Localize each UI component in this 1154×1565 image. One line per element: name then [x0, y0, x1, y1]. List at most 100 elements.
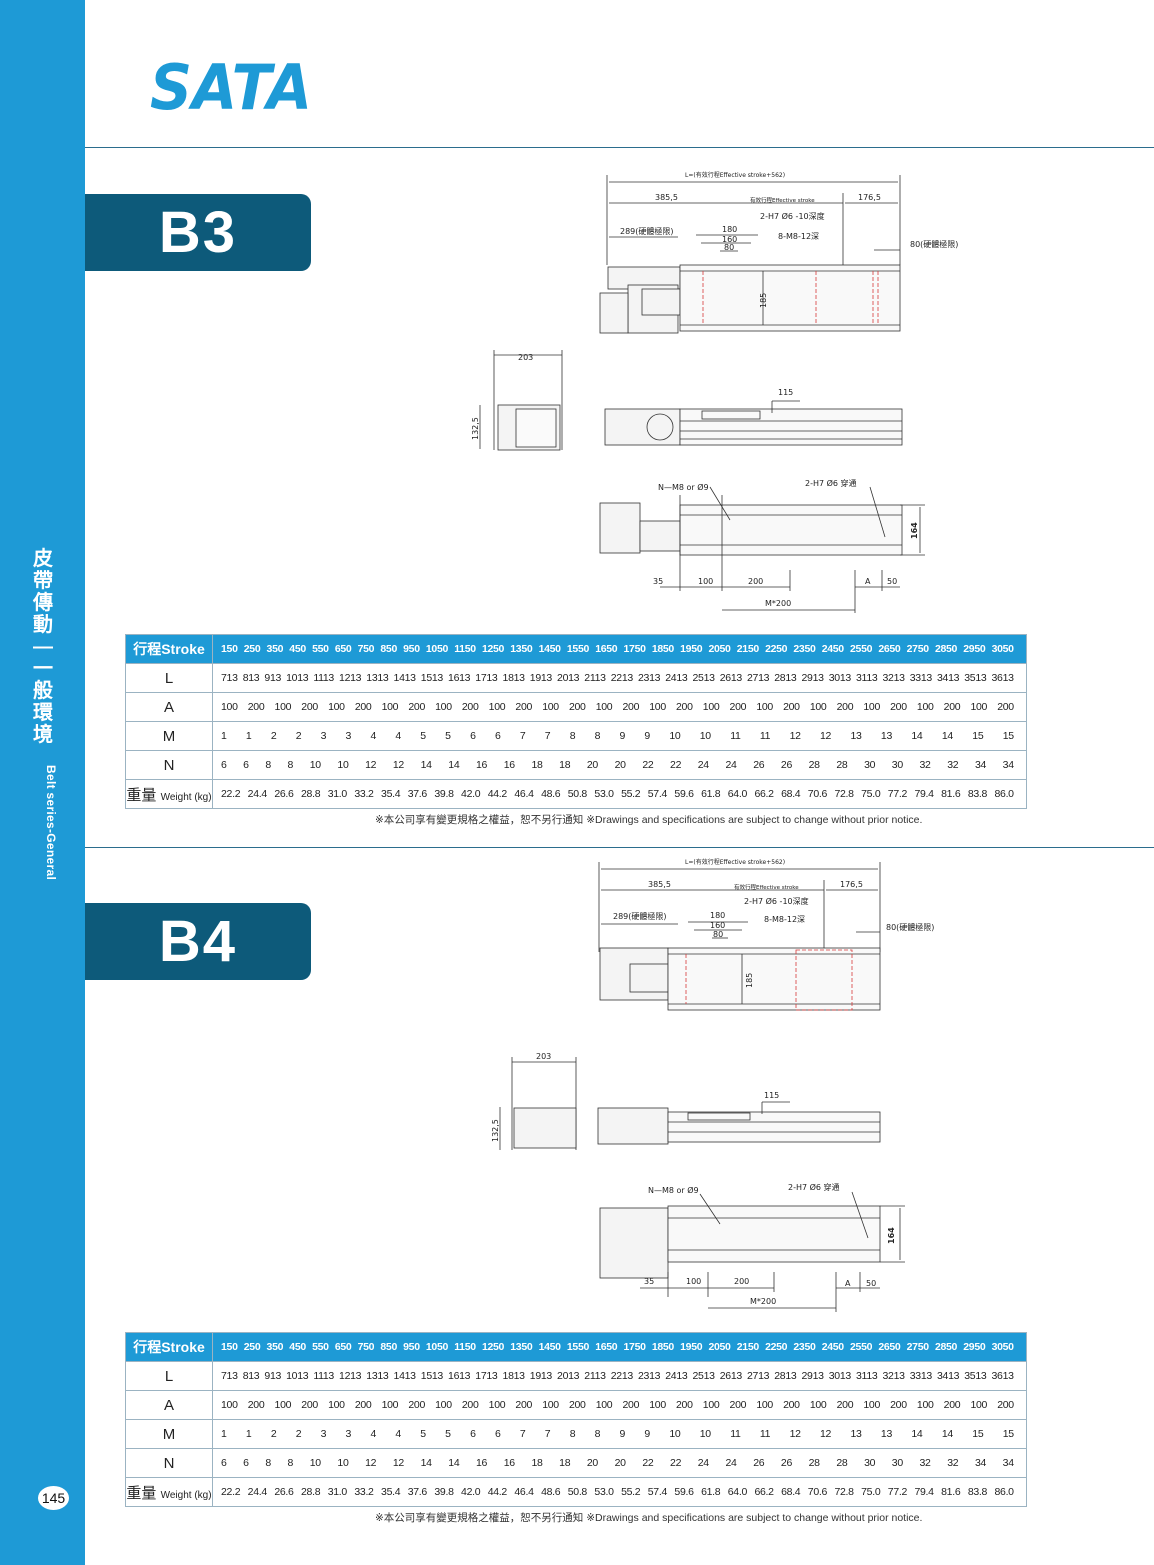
table-cell: 4: [370, 1428, 376, 1440]
sidebar-char: 一: [33, 658, 53, 680]
dim-total-length: L=(有效行程Effective stroke+562): [685, 171, 785, 179]
table-cell: 34: [1002, 759, 1014, 771]
table-cell: 42.0: [461, 1486, 481, 1498]
table-cell: 1650: [595, 643, 618, 655]
row-label-l: L: [125, 663, 213, 693]
table-cell: 2550: [850, 1341, 873, 1353]
table-cell: 28: [808, 759, 820, 771]
table-cell: 3050: [991, 643, 1014, 655]
table-cell: 13: [850, 1428, 862, 1440]
table-cell: 53.0: [594, 788, 614, 800]
sidebar-char: —: [33, 636, 53, 658]
table-cell: 16: [476, 1457, 488, 1469]
table-cell: 28: [836, 1457, 848, 1469]
table-cell: 18: [559, 1457, 571, 1469]
table-cell: 100: [916, 701, 934, 713]
table-cell: 14: [420, 759, 432, 771]
table-cell: 57.4: [647, 788, 668, 800]
table-cell: 28: [836, 759, 848, 771]
table-cell: 24: [725, 759, 737, 771]
table-cell: 68.4: [781, 788, 801, 800]
b3-drawing: L=(有效行程Effective stroke+562) 385,5 有效行程E…: [471, 171, 958, 613]
table-cell: 30: [864, 1457, 876, 1469]
table-cell: 1950: [680, 643, 703, 655]
table-cell: 1413: [393, 1370, 416, 1382]
table-cell: 200: [408, 1399, 425, 1411]
table-cell: 2713: [747, 672, 770, 684]
table-cell: 200: [676, 1399, 693, 1411]
table-cell: 200: [622, 1399, 640, 1411]
table-cell: 9: [644, 730, 650, 742]
table-cell: 1550: [566, 643, 590, 655]
table-cell: 30: [891, 1457, 903, 1469]
dim-180: 180: [722, 225, 737, 234]
table-cell: 5: [445, 730, 451, 742]
table-cell: 59.6: [674, 1486, 694, 1498]
table-cell: 1850: [651, 643, 674, 655]
table-cell: 77.2: [887, 1486, 908, 1498]
table-cell: 3113: [856, 1370, 878, 1382]
row-label-m: M: [125, 1419, 213, 1449]
dim-80: 80: [724, 243, 734, 252]
dim-164: 164: [910, 522, 919, 539]
table-cell: 1313: [366, 1370, 389, 1382]
table-cell: 1950: [680, 1341, 703, 1353]
table-cell: 32: [947, 759, 959, 771]
table-cell: 11: [759, 1428, 771, 1440]
table-cell: 100: [970, 701, 988, 713]
table-cell: 2: [295, 1428, 302, 1440]
table-cell: 1: [221, 1428, 227, 1440]
table-cell: 100: [595, 701, 613, 713]
table-cell: 72.8: [834, 1486, 854, 1498]
table-cell: 66.2: [754, 1486, 774, 1498]
table-cell: 2613: [719, 672, 742, 684]
table-cell: 200: [408, 701, 425, 713]
table-cell: 7: [544, 730, 551, 742]
table-cell: 713: [221, 1370, 238, 1382]
dim-effective-stroke: 有效行程Effective stroke: [750, 196, 815, 204]
table-cell: 1213: [339, 1370, 362, 1382]
row-label-a: A: [125, 692, 213, 722]
row-label-n: N: [125, 750, 213, 780]
table-cell: 2950: [963, 643, 986, 655]
page-number: 145: [38, 1486, 69, 1510]
table-cell: 26.6: [274, 1486, 294, 1498]
table-cell: 10: [699, 1428, 711, 1440]
table-cell: 2113: [584, 672, 606, 684]
table-cell: 200: [997, 701, 1014, 713]
table-cell: 37.6: [407, 788, 428, 800]
table-cell: 10: [337, 759, 349, 771]
table-cell: 200: [890, 1399, 907, 1411]
dim-100: 100: [686, 1277, 701, 1286]
table-cell: 1313: [366, 672, 389, 684]
dim-115: 115: [778, 388, 793, 397]
table-cell: 200: [943, 1399, 961, 1411]
table-cell: 2: [295, 730, 302, 742]
sidebar-char: 環: [33, 702, 53, 724]
table-cell: 2850: [934, 1341, 958, 1353]
table-cell: 44.2: [487, 788, 508, 800]
table-cell: 14: [911, 1428, 923, 1440]
table-cell: 31.0: [327, 788, 348, 800]
table-cell: 750: [357, 1341, 375, 1353]
table-cell: 1013: [286, 672, 309, 684]
table-cell: 2350: [793, 1341, 816, 1353]
table-cell: 713: [221, 672, 238, 684]
dim-200: 200: [734, 1277, 749, 1286]
table-cell: 18: [559, 759, 571, 771]
table-cell: 48.6: [541, 788, 561, 800]
table-cell: 100: [274, 1399, 292, 1411]
table-cell: 1050: [425, 643, 449, 655]
table-cell: 100: [970, 1399, 988, 1411]
table-cell: 2750: [906, 1341, 929, 1353]
table-cell: 100: [435, 701, 452, 713]
table-cell: 100: [328, 1399, 345, 1411]
dim-m200: M*200: [765, 599, 791, 608]
table-cell: 3313: [909, 672, 932, 684]
table-cell: 3313: [909, 1370, 932, 1382]
table-cell: 6: [494, 730, 501, 742]
